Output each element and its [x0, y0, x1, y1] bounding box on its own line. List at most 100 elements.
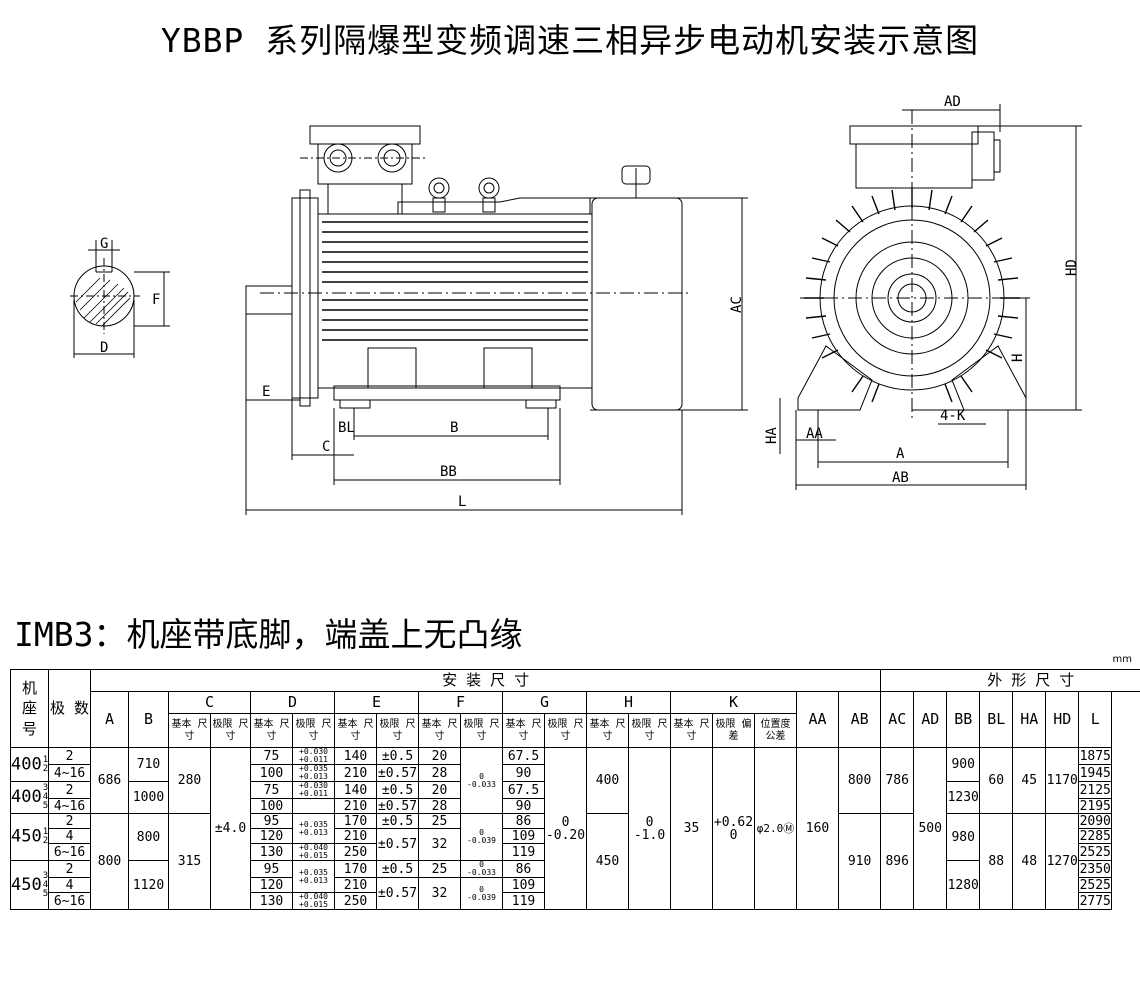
dim-C: C: [322, 439, 330, 455]
D-limit-cell: +0.035+0.013: [292, 860, 335, 893]
shaft-section: [70, 240, 170, 358]
C-limit-cell: ±4.0: [210, 747, 251, 910]
G-cell: 109: [502, 828, 545, 844]
poles-cell: 2: [48, 747, 91, 765]
header-HD: HD: [1045, 691, 1080, 748]
poles-cell: 4: [48, 877, 91, 893]
G-limit-cell: 0-0.20: [544, 747, 587, 910]
E-limit-cell: ±0.5: [376, 747, 419, 765]
dim-A: A: [896, 446, 905, 462]
dim-HD: HD: [1064, 259, 1080, 276]
E-limit-cell: ±0.57: [376, 764, 419, 782]
header-HA: HA: [1012, 691, 1047, 748]
E-cell: 140: [334, 781, 377, 799]
header-K-basic: 基本 尺寸: [670, 713, 713, 748]
G-cell: 67.5: [502, 747, 545, 765]
installation-drawing: G F D E BL B C BB L AC AD HD H 4-K HA AA…: [70, 94, 1082, 515]
header-L: L: [1078, 691, 1113, 748]
D-cell: 75: [250, 781, 293, 799]
L-cell: 1875: [1078, 747, 1113, 765]
E-cell: 140: [334, 747, 377, 765]
poles-cell: 4~16: [48, 764, 91, 782]
header-F-limit: 极限 尺寸: [460, 713, 503, 748]
header-C: C: [168, 691, 251, 714]
G-cell: 119: [502, 843, 545, 861]
L-cell: 2090: [1078, 813, 1113, 829]
poles-cell: 2: [48, 781, 91, 799]
dim-H: H: [1010, 354, 1026, 362]
header-G-basic: 基本 尺寸: [502, 713, 545, 748]
E-cell: 250: [334, 892, 377, 910]
HD-cell: 1270: [1045, 813, 1080, 910]
D-limit-cell: +0.030+0.011: [292, 747, 335, 765]
header-F: F: [418, 691, 503, 714]
header-BB: BB: [946, 691, 981, 748]
mounting-subtitle: IMB3：机座带底脚，端盖上无凸缘: [14, 615, 523, 654]
HA-cell: 45: [1012, 747, 1047, 814]
D-cell: 120: [250, 828, 293, 844]
A-cell: 800: [90, 813, 129, 910]
L-cell: 2775: [1078, 892, 1113, 910]
F-cell: 28: [418, 764, 461, 782]
L-cell: 2525: [1078, 843, 1113, 861]
F-limit-cell: 0-0.039: [460, 877, 503, 910]
dim-L: L: [458, 494, 466, 510]
header-D: D: [250, 691, 335, 714]
D-cell: 120: [250, 877, 293, 893]
dim-AA: AA: [806, 426, 823, 442]
end-view: [779, 104, 1082, 490]
F-cell: 32: [418, 877, 461, 910]
header-K-position: 位置度 公差: [754, 713, 797, 748]
D-cell: 100: [250, 764, 293, 782]
dim-4-K: 4-K: [940, 408, 966, 424]
F-cell: 32: [418, 828, 461, 861]
D-cell: 95: [250, 813, 293, 829]
D-cell: 75: [250, 747, 293, 765]
L-cell: 2525: [1078, 877, 1113, 893]
dim-D: D: [100, 340, 108, 356]
G-cell: 86: [502, 813, 545, 829]
BB-cell: 1230: [946, 781, 981, 814]
H-cell: 450: [586, 813, 629, 910]
E-limit-cell: ±0.57: [376, 828, 419, 861]
L-cell: 2195: [1078, 798, 1113, 814]
poles-cell: 6~16: [48, 843, 91, 861]
D-cell: 95: [250, 860, 293, 878]
dim-B: B: [450, 420, 458, 436]
header-K-limit-dev: 极限 偏差: [712, 713, 755, 748]
L-cell: 2125: [1078, 781, 1113, 799]
AC-cell: 786: [880, 747, 915, 814]
F-limit-cell: 0-0.033: [460, 747, 503, 814]
header-AB: AB: [837, 691, 882, 748]
header-H-limit: 极限 尺寸: [628, 713, 671, 748]
poles-cell: 2: [48, 813, 91, 829]
G-cell: 109: [502, 877, 545, 893]
header-K: K: [670, 691, 797, 714]
header-H: H: [586, 691, 671, 714]
dim-BB: BB: [440, 464, 457, 480]
header-frame: 机 座 号: [10, 669, 49, 748]
G-cell: 67.5: [502, 781, 545, 799]
L-cell: 2350: [1078, 860, 1113, 878]
BB-cell: 980: [946, 813, 981, 861]
D-limit-cell: +0.040+0.015: [292, 892, 335, 910]
header-G: G: [502, 691, 587, 714]
E-cell: 170: [334, 813, 377, 829]
K-cell: 35: [670, 747, 713, 910]
dim-F: F: [152, 292, 160, 308]
F-limit-cell: 0-0.039: [460, 813, 503, 861]
D-limit-cell: +0.035+0.013: [292, 813, 335, 844]
dim-G: G: [100, 236, 108, 252]
header-F-basic: 基本 尺寸: [418, 713, 461, 748]
A-cell: 686: [90, 747, 129, 814]
D-cell: 100: [250, 798, 293, 814]
dim-AD: AD: [944, 94, 961, 110]
header-install-group: 安 装 尺 寸: [89, 669, 882, 692]
header-poles: 极 数: [48, 669, 91, 748]
F-cell: 25: [418, 813, 461, 829]
